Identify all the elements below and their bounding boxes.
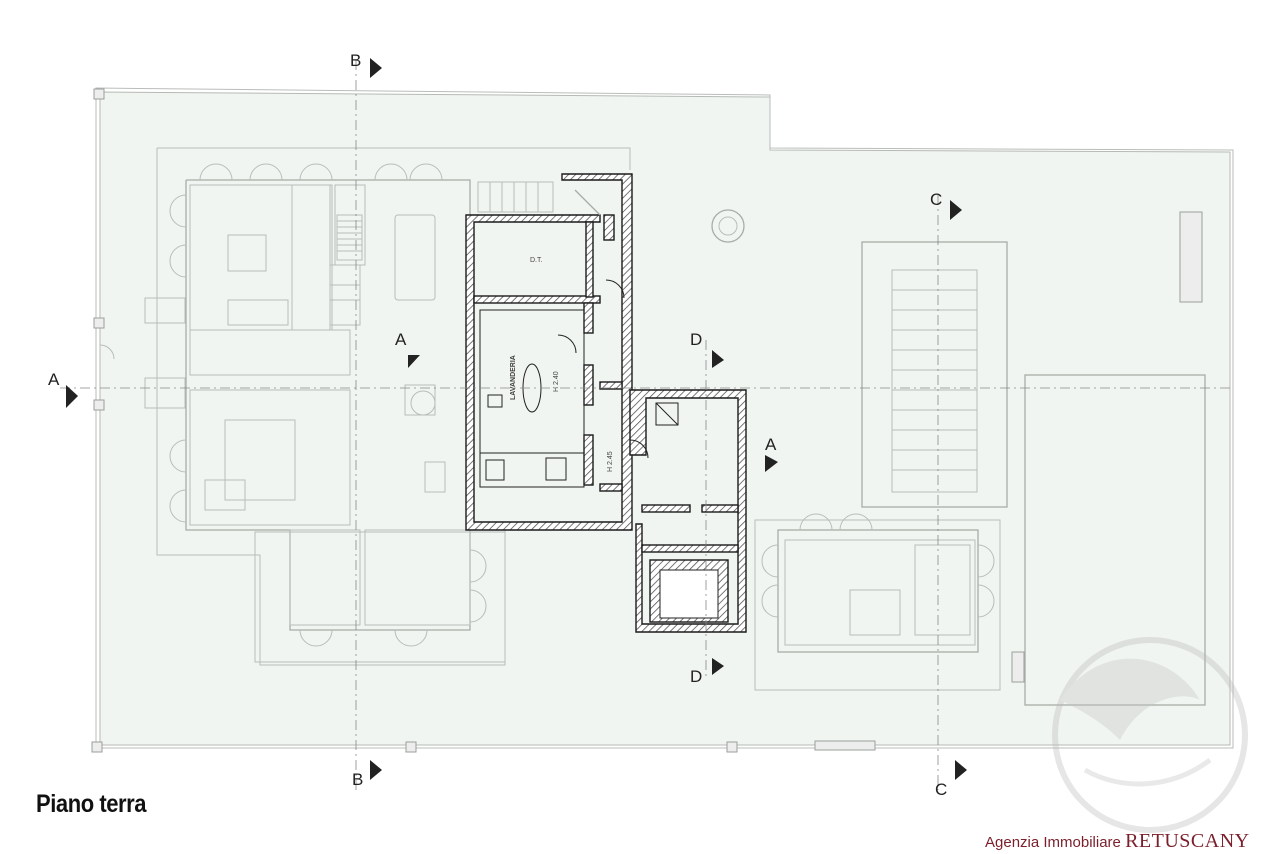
pergola (861, 241, 1008, 508)
annex-building (754, 513, 1001, 691)
svg-text:A: A (395, 330, 407, 349)
room-label-height: H 2.40 (553, 371, 560, 392)
plan-title: Piano terra (36, 790, 147, 818)
svg-text:C: C (930, 190, 942, 209)
room-label-dt: D.T. (530, 257, 543, 264)
garden-area (99, 91, 1231, 746)
watermark-logo (1052, 637, 1248, 833)
svg-text:B: B (352, 770, 363, 789)
agency-prefix: Agenzia Immobiliare (985, 834, 1121, 851)
room-label-height-2: H 2.45 (607, 451, 614, 472)
room-label-lavanderia: LAVANDERIA (510, 355, 517, 400)
svg-text:A: A (48, 370, 60, 389)
svg-text:D: D (690, 667, 702, 686)
round-tank (711, 209, 745, 243)
pool (1024, 374, 1206, 706)
section-markers: B A A D A D C B C (48, 51, 967, 799)
main-house-grey (99, 163, 554, 647)
agency-watermark: Agenzia Immobiliare RETUSCANY (985, 830, 1250, 853)
svg-text:A: A (765, 435, 777, 454)
svg-text:B: B (350, 51, 361, 70)
service-building: D.T. LAVANDERIA H 2.40 H 2.45 (465, 173, 747, 633)
svg-text:C: C (935, 780, 947, 799)
svg-text:D: D (690, 330, 702, 349)
agency-brand: RETUSCANY (1125, 830, 1250, 852)
